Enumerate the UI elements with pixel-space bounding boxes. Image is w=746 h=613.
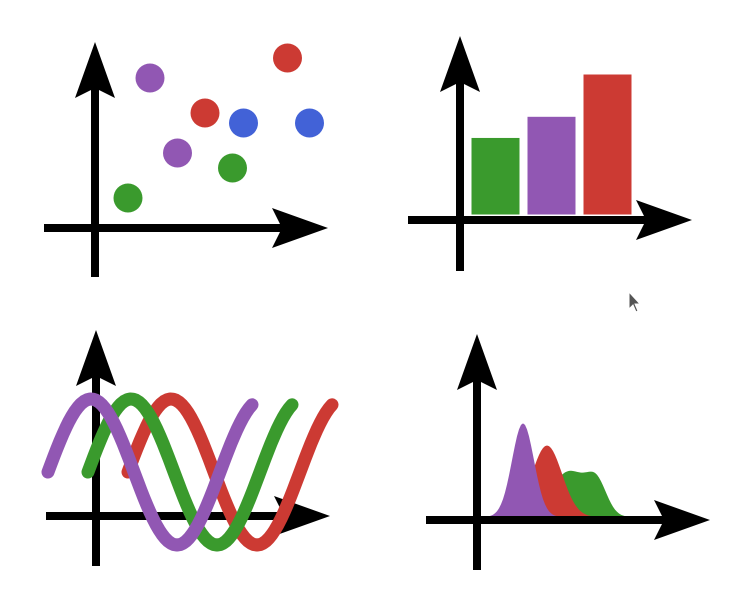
area-y-arrow	[457, 334, 497, 390]
scatter-point-red-2	[273, 43, 302, 73]
mouse-pointer-shape	[628, 290, 642, 313]
line-chart-icon	[41, 330, 339, 566]
line-series-red	[121, 392, 339, 552]
density-chart-icon	[426, 334, 710, 570]
scatter-point-purple-2	[163, 138, 192, 168]
scatter-plot-icon	[44, 42, 328, 277]
scatter-y-arrow	[75, 42, 115, 98]
scatter-point-green-1	[113, 183, 143, 213]
scatter-point-red-1	[190, 98, 220, 128]
bar-y-arrow	[440, 36, 480, 92]
bar-chart-icon	[408, 36, 692, 271]
bar-x-arrow	[636, 200, 692, 240]
bar-red	[582, 73, 633, 216]
line-series-green	[81, 392, 299, 552]
scatter-point-purple-1	[135, 63, 165, 93]
bar-green	[470, 136, 521, 216]
scatter-point-green-2	[218, 153, 247, 183]
density-green	[455, 470, 640, 517]
density-red	[455, 445, 640, 517]
scatter-point-blue-1	[229, 108, 258, 138]
scatter-point-blue-2	[295, 108, 324, 138]
scatter-x-arrow	[272, 208, 328, 248]
line-y-arrow	[76, 330, 116, 386]
mouse-pointer-icon	[628, 290, 642, 313]
bar-purple	[526, 115, 577, 216]
area-x-arrow	[654, 500, 710, 540]
line-series-purple	[41, 392, 259, 552]
